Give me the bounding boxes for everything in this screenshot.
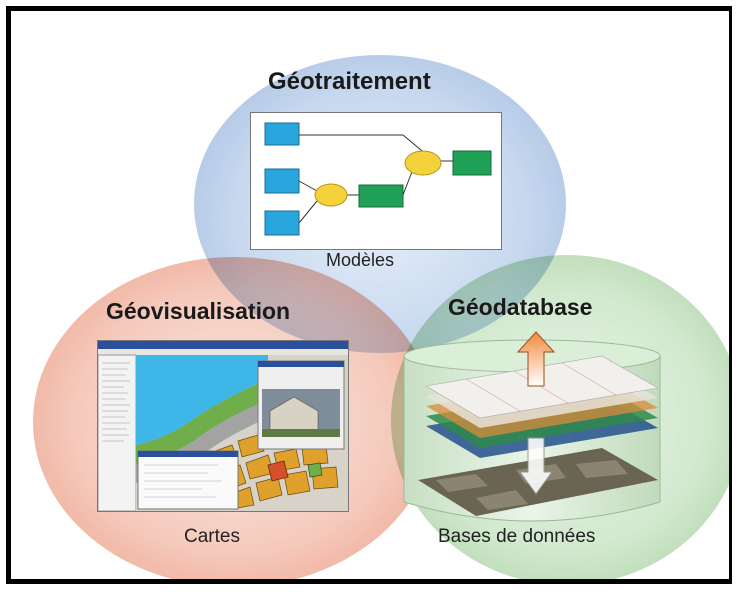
database-layers-image	[396, 330, 668, 526]
geodatabase-caption: Bases de données	[438, 526, 596, 547]
diagram-frame	[6, 6, 732, 584]
map-screenshot-graphic	[98, 341, 348, 511]
geotraitement-title: Géotraitement	[268, 68, 431, 95]
model-flowchart-image	[250, 112, 502, 250]
geodatabase-title: Géodatabase	[448, 294, 593, 320]
model-flowchart-graphic	[264, 122, 492, 236]
database-layers-graphic	[403, 331, 661, 522]
geovisualisation-caption: Cartes	[184, 526, 240, 547]
map-screenshot-image	[97, 340, 349, 512]
geotraitement-caption: Modèles	[326, 250, 395, 270]
geovisualisation-title: Géovisualisation	[106, 298, 291, 324]
